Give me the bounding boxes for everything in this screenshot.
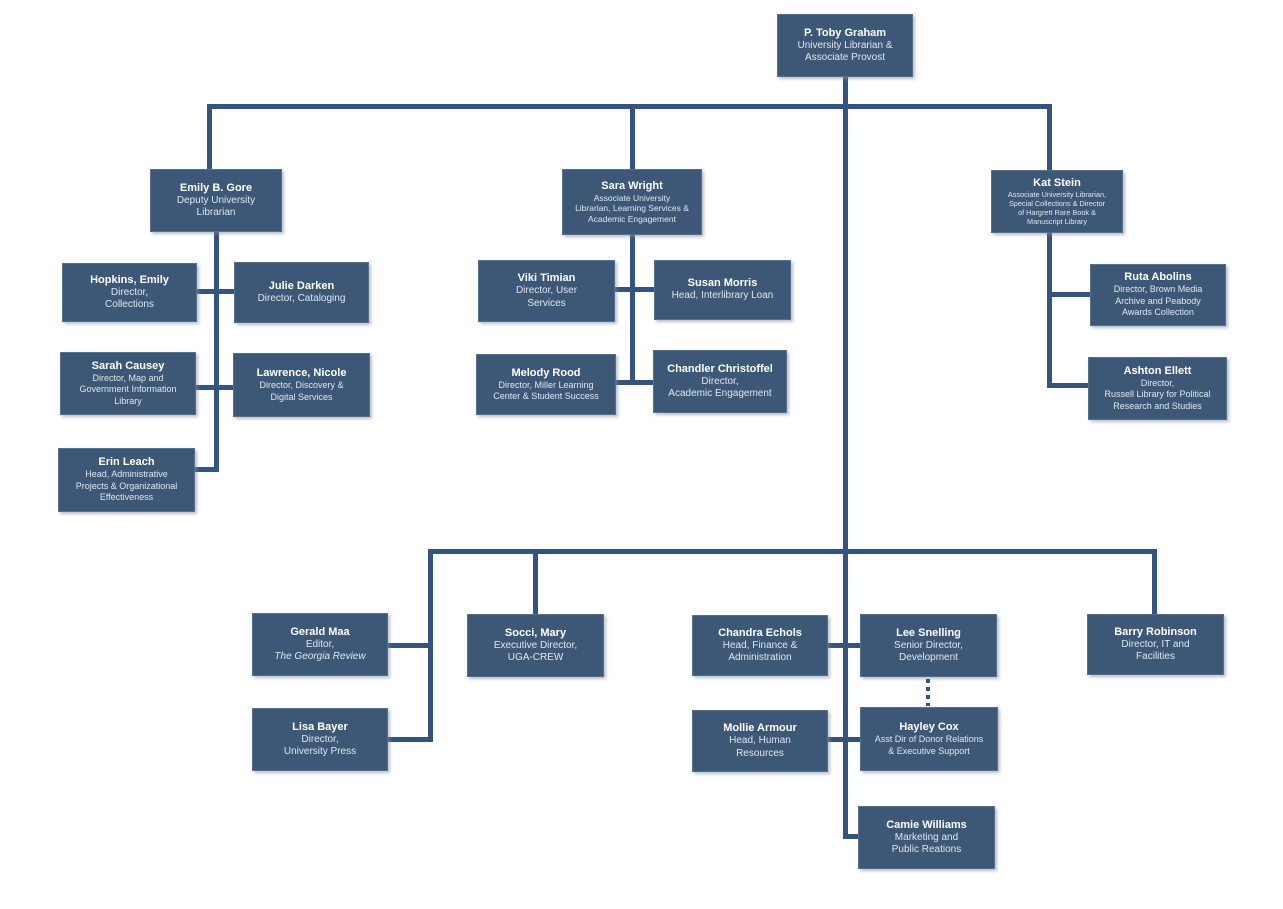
- person-title: Head, Interlibrary Loan: [671, 290, 774, 302]
- person-title: Director, Discovery & Digital Services: [259, 380, 344, 402]
- org-node-lawrence-nicole: Lawrence, Nicole Director, Discovery & D…: [233, 353, 370, 417]
- connector-erin-stub: [195, 467, 219, 472]
- connector-melody-chandler: [616, 380, 653, 385]
- connector-sarah-lawrence: [196, 385, 233, 390]
- person-title: Editor,The Georgia Review: [274, 638, 366, 663]
- connector-viki-susan: [615, 287, 654, 292]
- person-name: Kat Stein: [1033, 177, 1081, 189]
- connector-drop-emily: [207, 104, 212, 170]
- person-title: Associate University Librarian, Special …: [1007, 190, 1107, 226]
- org-node-erin-leach: Erin Leach Head, Administrative Projects…: [58, 448, 195, 512]
- org-node-toby-graham: P. Toby Graham University Librarian & As…: [777, 14, 913, 77]
- org-node-gerald-maa: Gerald Maa Editor,The Georgia Review: [252, 613, 388, 676]
- person-title: Executive Director, UGA-CREW: [493, 639, 578, 664]
- person-name: Ruta Abolins: [1124, 271, 1192, 284]
- person-title: Director, Miller Learning Center & Stude…: [493, 379, 599, 402]
- org-node-chandra-echols: Chandra Echols Head, Finance & Administr…: [692, 615, 828, 676]
- person-name: Hayley Cox: [899, 721, 959, 733]
- person-title: Head, Administrative Projects & Organiza…: [75, 469, 178, 503]
- org-node-kat-stein: Kat Stein Associate University Librarian…: [991, 170, 1123, 233]
- connector-toby-stem: [843, 76, 848, 109]
- org-node-socci-mary: Socci, Mary Executive Director, UGA-CREW: [467, 614, 604, 677]
- person-title: Head, Human Resources: [729, 735, 791, 759]
- person-title: Marketing and Public Reations: [891, 831, 962, 856]
- connector-lee-hayley-dotted: [926, 679, 930, 706]
- person-title: Head, Finance & Administration: [722, 639, 798, 664]
- person-name: Socci, Mary: [504, 626, 567, 639]
- person-name: Susan Morris: [687, 277, 758, 290]
- connector-ruta-stub: [1047, 292, 1090, 297]
- person-title: Asst Dir of Donor Relations & Executive …: [874, 734, 984, 756]
- connector-sara-spine: [630, 235, 635, 385]
- org-node-melody-rood: Melody Rood Director, Miller Learning Ce…: [476, 354, 616, 415]
- org-node-mollie-armour: Mollie Armour Head, Human Resources: [692, 710, 828, 772]
- org-node-susan-morris: Susan Morris Head, Interlibrary Loan: [654, 260, 791, 320]
- person-name: Chandler Christoffel: [667, 362, 773, 375]
- org-node-lisa-bayer: Lisa Bayer Director, University Press: [252, 708, 388, 771]
- connector-ashton-stub: [1047, 383, 1088, 388]
- connector-socci-drop: [533, 549, 538, 614]
- connector-camie-stub: [843, 834, 860, 839]
- person-title: University Librarian & Associate Provost: [797, 39, 893, 64]
- person-name: Mollie Armour: [723, 722, 797, 734]
- org-node-emily-gore: Emily B. Gore Deputy University Libraria…: [150, 169, 282, 232]
- org-node-camie-williams: Camie Williams Marketing and Public Reat…: [858, 806, 995, 869]
- person-name: Melody Rood: [511, 366, 581, 379]
- connector-kat-spine: [1047, 233, 1052, 388]
- org-node-barry-robinson: Barry Robinson Director, IT and Faciliti…: [1087, 614, 1224, 675]
- org-node-viki-timian: Viki Timian Director, User Services: [478, 260, 615, 322]
- person-name: Lawrence, Nicole: [256, 367, 347, 379]
- org-node-sara-wright: Sara Wright Associate University Librari…: [562, 169, 702, 235]
- person-title: Director, Academic Engagement: [668, 375, 772, 400]
- person-name: Barry Robinson: [1114, 625, 1197, 638]
- person-title: Deputy University Librarian: [176, 194, 256, 219]
- person-name: Camie Williams: [886, 818, 967, 831]
- org-node-julie-darken: Julie Darken Director, Cataloging: [234, 262, 369, 323]
- italic-title-part: The Georgia Review: [274, 651, 366, 662]
- connector-chandra-lee: [828, 643, 860, 648]
- connector-gerald-stub: [388, 643, 433, 648]
- org-node-ruta-abolins: Ruta Abolins Director, Brown Media Archi…: [1090, 264, 1226, 326]
- person-title: Associate University Librarian, Learning…: [575, 192, 689, 224]
- person-name: Erin Leach: [98, 456, 155, 469]
- person-title: Director, Collections: [105, 286, 154, 311]
- connector-barry-drop: [1152, 549, 1157, 614]
- person-title: Senior Director, Development: [894, 639, 963, 664]
- person-name: Viki Timian: [517, 272, 576, 284]
- person-name: Sarah Causey: [91, 359, 165, 372]
- connector-lisa-stub: [388, 737, 433, 742]
- connector-mollie-hayley: [828, 737, 860, 742]
- person-title: Director, Cataloging: [257, 292, 346, 304]
- org-node-lee-snelling: Lee Snelling Senior Director, Developmen…: [860, 614, 997, 677]
- connector-hopkins-julie: [197, 289, 234, 294]
- org-node-sarah-causey: Sarah Causey Director, Map and Governmen…: [60, 352, 196, 415]
- person-name: Ashton Ellett: [1123, 364, 1192, 377]
- connector-emily-spine: [214, 232, 219, 472]
- org-node-ashton-ellett: Ashton Ellett Director, Russell Library …: [1088, 357, 1227, 420]
- connector-bottom-rail: [428, 549, 1157, 554]
- connector-central-spine: [843, 104, 848, 839]
- person-name: Julie Darken: [268, 279, 335, 292]
- org-node-hopkins-emily: Hopkins, Emily Director, Collections: [62, 263, 197, 322]
- person-title: Director, User Services: [515, 285, 578, 309]
- person-name: Gerald Maa: [290, 625, 350, 638]
- connector-drop-kat: [1047, 104, 1052, 171]
- person-title: Director, Map and Government Information…: [79, 372, 177, 406]
- person-name: Emily B. Gore: [179, 181, 253, 194]
- person-title: Director, University Press: [283, 733, 357, 758]
- person-name: Lisa Bayer: [292, 720, 348, 733]
- person-name: Sara Wright: [601, 179, 663, 192]
- person-name: Chandra Echols: [718, 626, 802, 639]
- person-title: Director, Russell Library for Political …: [1104, 377, 1211, 411]
- connector-top-rail: [207, 104, 1052, 109]
- org-node-hayley-cox: Hayley Cox Asst Dir of Donor Relations &…: [860, 707, 998, 771]
- org-node-chandler-christoffel: Chandler Christoffel Director, Academic …: [653, 350, 787, 413]
- person-title: Director, IT and Facilities: [1121, 638, 1190, 663]
- person-name: Hopkins, Emily: [90, 273, 169, 286]
- person-name: P. Toby Graham: [803, 26, 887, 39]
- connector-drop-sara: [630, 104, 635, 170]
- person-name: Lee Snelling: [896, 626, 961, 639]
- person-title: Director, Brown Media Archive and Peabod…: [1113, 284, 1203, 318]
